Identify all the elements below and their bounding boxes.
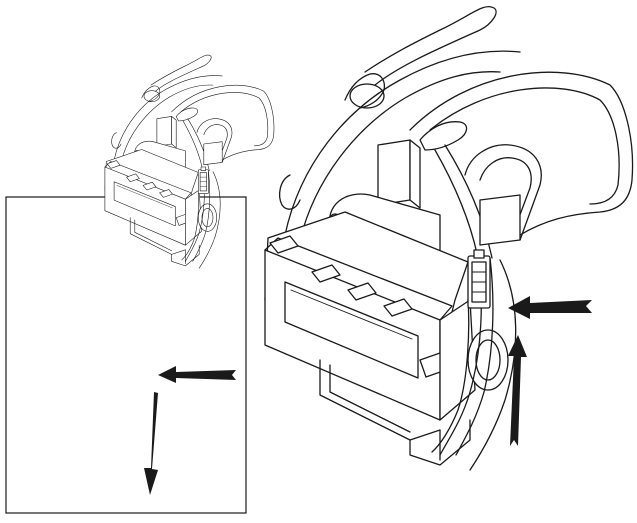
enlarged-arrow-up [508,335,527,446]
inset-arrows [144,366,236,495]
inset-arrow-left [158,366,236,383]
enlarged-device [264,6,634,471]
enlarged-arrow-left [508,296,592,319]
inset-device [104,54,275,269]
enlarged-arrows [508,296,592,446]
inset-arrow-down [144,392,158,495]
inset-frame [5,196,247,514]
